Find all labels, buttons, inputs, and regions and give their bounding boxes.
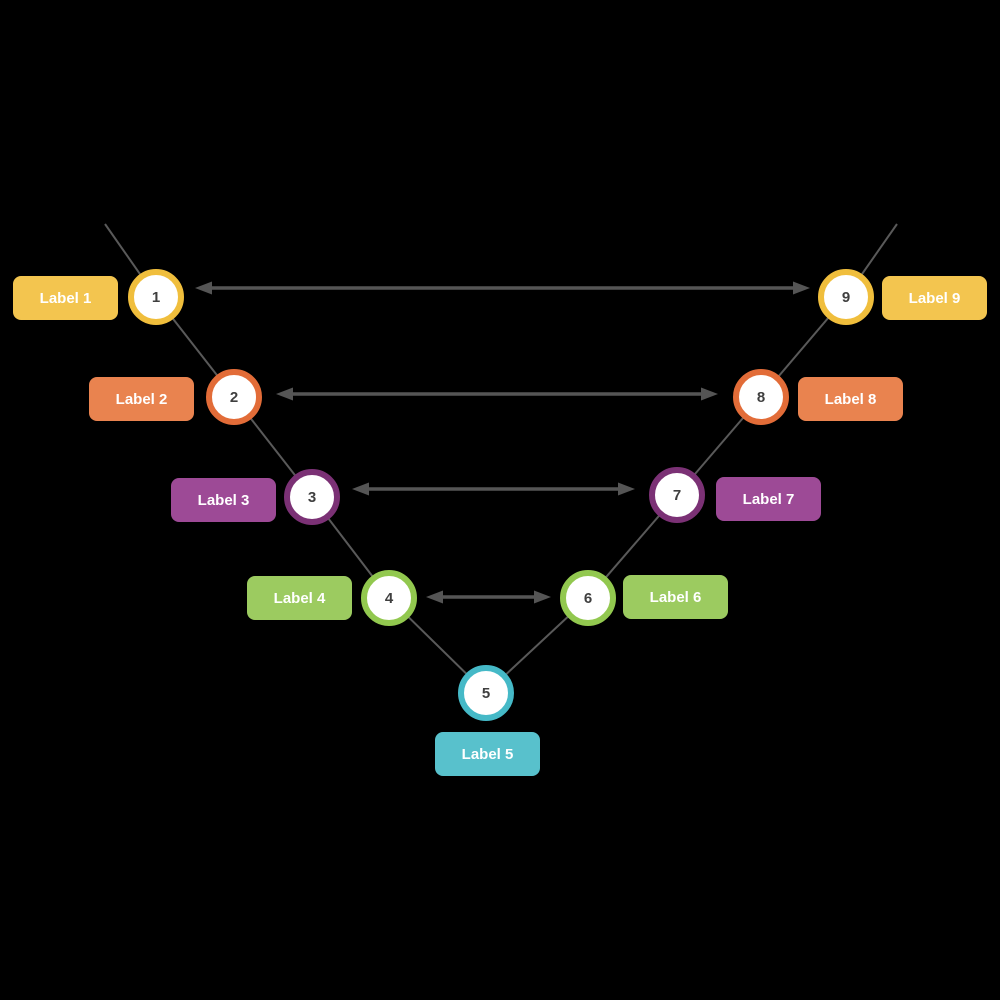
label-box-1[interactable]: Label 1: [13, 276, 118, 320]
label-text-8: Label 8: [824, 390, 877, 408]
arrowhead-right-icon: [534, 590, 551, 604]
node-number-7: 7: [672, 486, 682, 504]
node-circle-1[interactable]: 1: [128, 269, 184, 325]
label-text-2: Label 2: [115, 390, 168, 408]
label-text-6: Label 6: [649, 588, 702, 606]
node-number-6: 6: [583, 589, 593, 607]
label-box-9[interactable]: Label 9: [882, 276, 987, 320]
double-arrow-2: [276, 387, 718, 401]
arrowhead-left-icon: [276, 387, 293, 401]
arrowhead-left-icon: [426, 590, 443, 604]
arrowhead-right-icon: [701, 387, 718, 401]
node-circle-2[interactable]: 2: [206, 369, 262, 425]
node-number-4: 4: [384, 589, 394, 607]
label-box-6[interactable]: Label 6: [623, 575, 728, 619]
node-circle-4[interactable]: 4: [361, 570, 417, 626]
arrowhead-right-icon: [618, 482, 635, 496]
label-text-4: Label 4: [273, 589, 326, 607]
label-box-5[interactable]: Label 5: [435, 732, 540, 776]
node-circle-9[interactable]: 9: [818, 269, 874, 325]
double-arrow-4: [426, 590, 551, 604]
double-arrow-1: [195, 281, 810, 295]
node-number-5: 5: [481, 684, 491, 702]
node-circle-7[interactable]: 7: [649, 467, 705, 523]
label-box-2[interactable]: Label 2: [89, 377, 194, 421]
node-number-1: 1: [151, 288, 161, 306]
label-text-9: Label 9: [908, 289, 961, 307]
label-box-3[interactable]: Label 3: [171, 478, 276, 522]
label-box-8[interactable]: Label 8: [798, 377, 903, 421]
node-circle-3[interactable]: 3: [284, 469, 340, 525]
node-number-8: 8: [756, 388, 766, 406]
label-text-3: Label 3: [197, 491, 250, 509]
v-path-line: [104, 223, 898, 695]
node-number-2: 2: [229, 388, 239, 406]
node-circle-6[interactable]: 6: [560, 570, 616, 626]
node-circle-8[interactable]: 8: [733, 369, 789, 425]
node-circle-5[interactable]: 5: [458, 665, 514, 721]
label-text-5: Label 5: [461, 745, 514, 763]
node-number-9: 9: [841, 288, 851, 306]
label-box-7[interactable]: Label 7: [716, 477, 821, 521]
arrowhead-left-icon: [195, 281, 212, 295]
label-box-4[interactable]: Label 4: [247, 576, 352, 620]
node-number-3: 3: [307, 488, 317, 506]
arrowhead-left-icon: [352, 482, 369, 496]
arrowhead-right-icon: [793, 281, 810, 295]
label-text-1: Label 1: [39, 289, 92, 307]
double-arrow-3: [352, 482, 635, 496]
label-text-7: Label 7: [742, 490, 795, 508]
